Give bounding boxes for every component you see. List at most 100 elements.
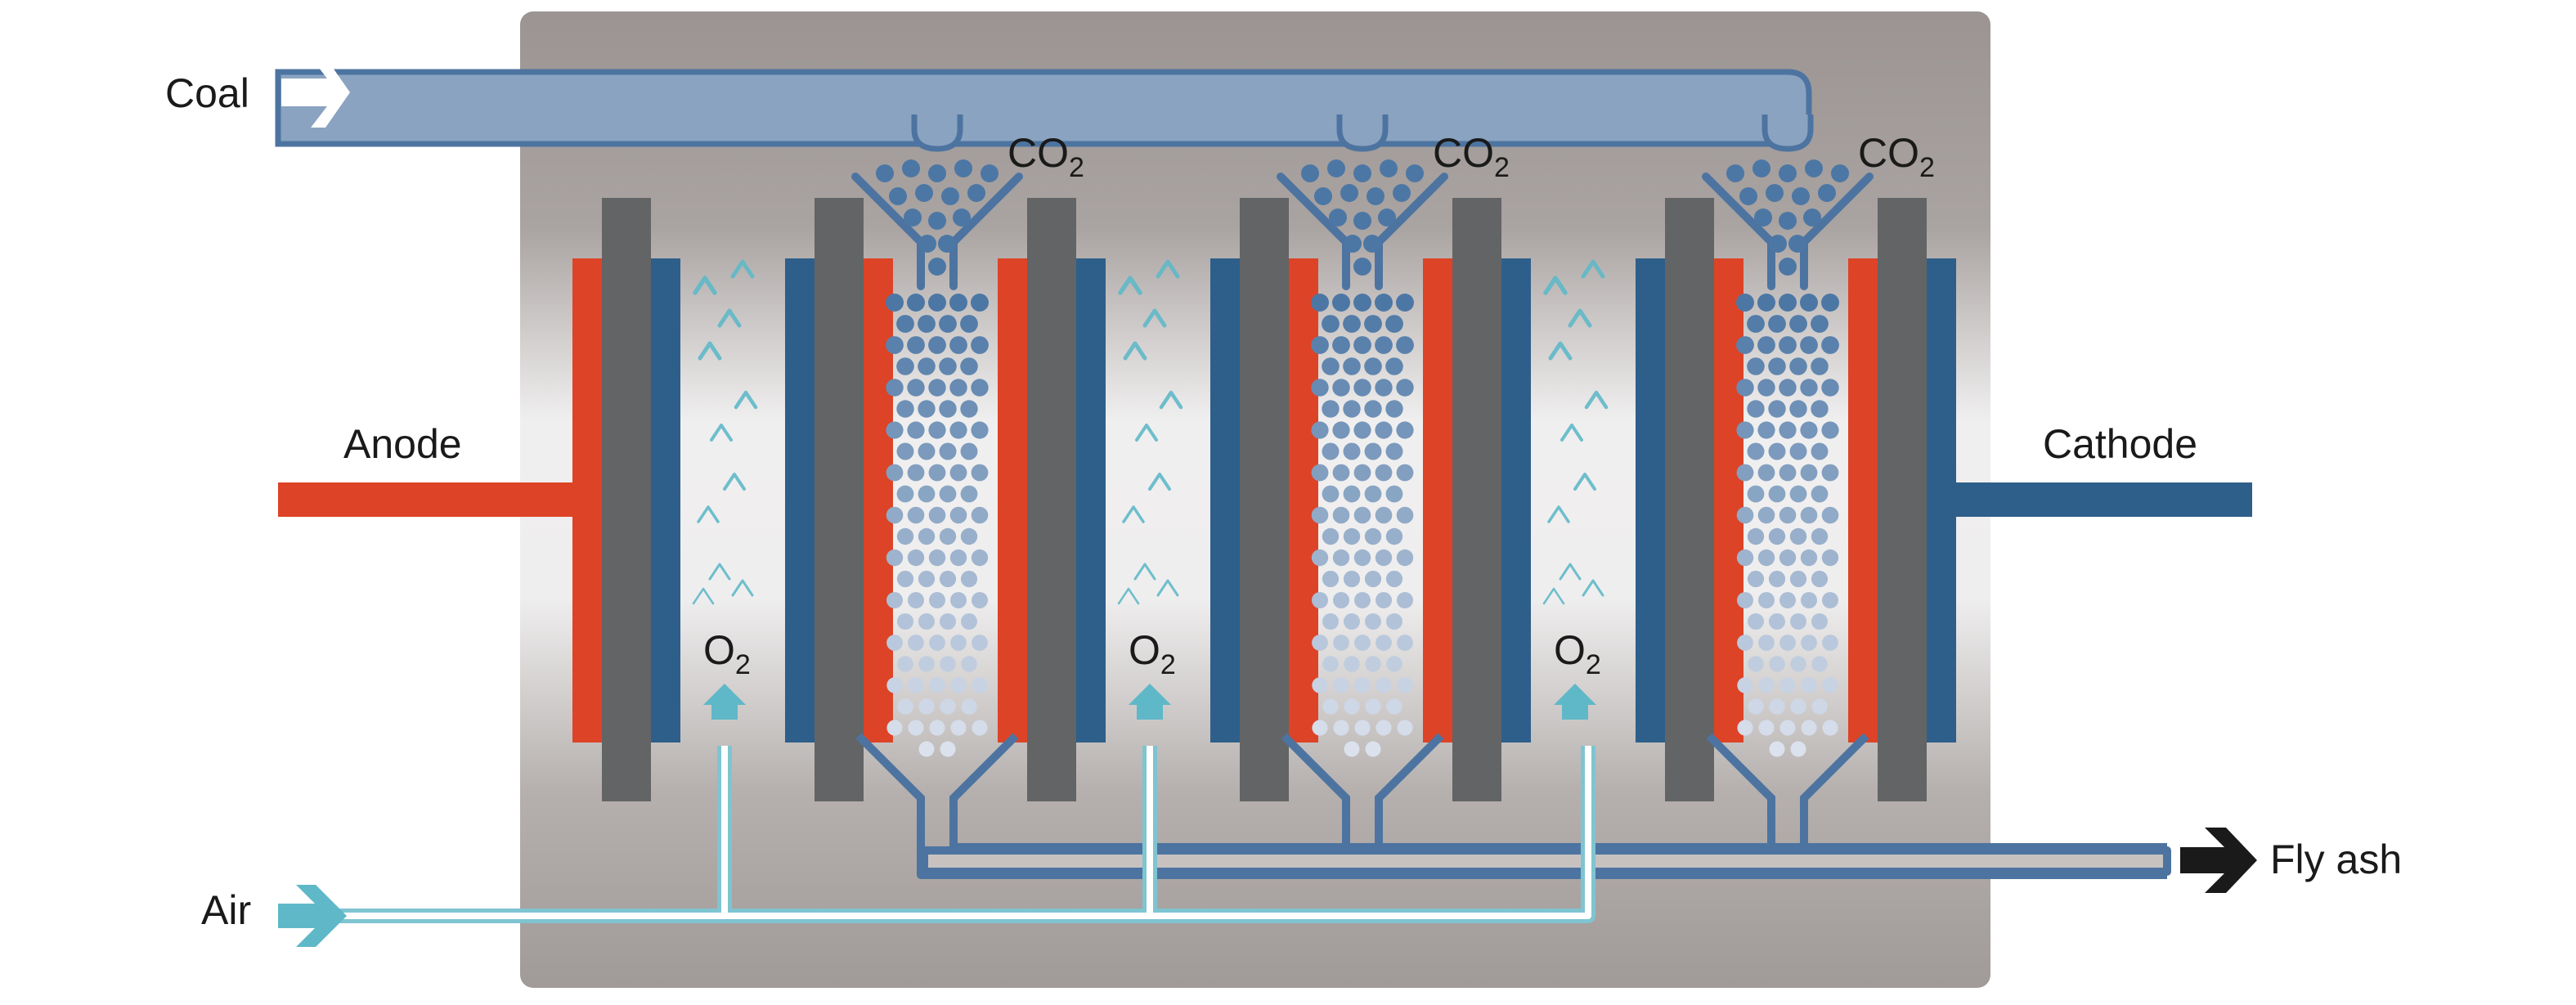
coal-inlet-arrow-icon — [281, 57, 350, 128]
coal-particle — [938, 235, 956, 253]
coal-particle — [1792, 187, 1810, 205]
coal-particle — [1311, 336, 1329, 354]
coal-particle — [1322, 698, 1339, 715]
coal-particle — [1757, 336, 1775, 354]
coal-particle — [1822, 677, 1838, 693]
coal-particle — [1769, 698, 1785, 715]
coal-particle — [1332, 549, 1350, 567]
coal-particle — [1779, 635, 1796, 651]
oxygen-flow-arrow — [1135, 424, 1158, 442]
fuel-chamber — [1702, 159, 1874, 854]
coal-particle — [902, 159, 920, 177]
anode-plate — [572, 258, 602, 743]
coal-particle — [918, 400, 936, 418]
coal-particle — [1365, 698, 1381, 715]
coal-particle — [908, 592, 924, 608]
coal-feed-manifold — [275, 69, 1814, 152]
coal-particle — [896, 400, 914, 418]
coal-particle — [1726, 164, 1744, 182]
coal-label: Coal — [165, 70, 249, 116]
air-inlet-arrow-icon — [278, 885, 347, 947]
coal-particle — [1800, 336, 1818, 354]
coal-particle — [1737, 677, 1753, 693]
coal-particle — [1747, 570, 1765, 588]
coal-particle — [1343, 442, 1361, 460]
coal-particle — [949, 336, 967, 354]
coal-particle — [1758, 677, 1775, 693]
coal-particle — [940, 613, 956, 630]
cell-stack — [572, 159, 1956, 854]
coal-particle — [1800, 294, 1818, 312]
coal-particle — [886, 506, 904, 524]
coal-particle — [939, 527, 957, 545]
coal-particle — [1768, 400, 1786, 418]
air-chamber — [1117, 259, 1183, 720]
coal-particle — [1385, 400, 1403, 418]
coal-particle — [1327, 159, 1345, 177]
coal-particle — [897, 613, 913, 630]
coal-particle — [929, 592, 945, 608]
coal-particle — [1769, 741, 1785, 757]
coal-particle — [1332, 379, 1350, 397]
coal-particle — [954, 159, 972, 177]
coal-particle — [1311, 464, 1329, 482]
coal-particle — [1739, 187, 1757, 205]
coal-particle — [1333, 635, 1349, 651]
coal-particle — [1779, 294, 1797, 312]
oxygen-flow-arrow — [1581, 259, 1605, 279]
coal-particle — [940, 656, 956, 672]
coal-particle — [1343, 400, 1361, 418]
coal-particle — [1757, 464, 1775, 482]
coal-particle — [1736, 549, 1754, 567]
coal-particle — [1831, 164, 1849, 182]
coal-particle — [1344, 698, 1360, 715]
coal-particle — [1332, 294, 1350, 312]
coal-particle — [1375, 464, 1393, 482]
coal-particle — [918, 570, 936, 588]
coal-particle — [1343, 357, 1361, 375]
coal-particle — [1396, 464, 1414, 482]
coal-particle — [918, 315, 936, 333]
coal-particle — [1397, 677, 1413, 693]
coal-particle — [1367, 187, 1384, 205]
fuel-chamber — [851, 159, 1023, 854]
coal-particle — [1333, 720, 1349, 736]
coal-particle — [1803, 209, 1821, 227]
coal-particle — [1800, 421, 1818, 439]
coal-particle — [971, 549, 989, 567]
coal-particle — [1747, 400, 1765, 418]
coal-particle — [886, 379, 904, 397]
coal-particle — [1768, 315, 1786, 333]
coal-particle — [1789, 442, 1807, 460]
coal-particle — [1757, 421, 1775, 439]
oxygen-flow-arrow — [693, 276, 717, 295]
coal-particle — [1811, 357, 1829, 375]
ash-funnel-wall — [1375, 733, 1444, 854]
coal-particle — [1757, 379, 1775, 397]
o2-inlet-arrow-icon — [1554, 684, 1596, 720]
fly-ash-label: Fly ash — [2270, 837, 2402, 882]
coal-particle — [1353, 258, 1371, 276]
coal-particle — [939, 442, 957, 460]
coal-particle — [1311, 549, 1329, 567]
coal-particle — [1364, 357, 1382, 375]
coal-particle — [1789, 315, 1807, 333]
cathode-lead — [1946, 482, 2252, 517]
coal-particle — [1790, 698, 1806, 715]
coal-particle — [1790, 613, 1806, 630]
co2-label: CO2 — [1858, 130, 1935, 183]
coal-particle — [1811, 656, 1828, 672]
coal-particle — [961, 656, 977, 672]
coal-particle — [907, 336, 925, 354]
coal-particle — [1322, 357, 1340, 375]
anode-lead — [278, 482, 572, 517]
coal-particle — [961, 698, 977, 715]
coal-particle — [1386, 613, 1402, 630]
coal-particle — [1788, 235, 1806, 253]
coal-particle — [896, 357, 914, 375]
coal-particle — [1748, 613, 1764, 630]
coal-particle — [908, 635, 924, 651]
oxygen-flow-arrow — [698, 341, 722, 361]
coal-particle — [1397, 720, 1413, 736]
